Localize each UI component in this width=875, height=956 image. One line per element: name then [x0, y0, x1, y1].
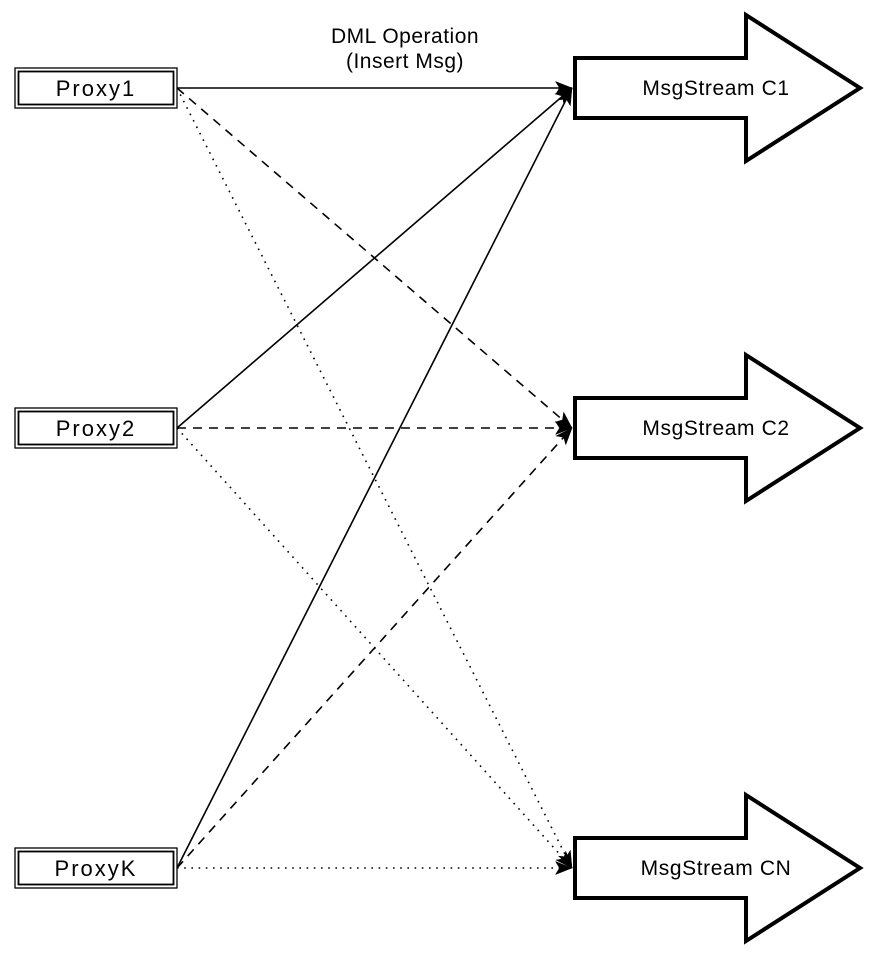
stream-c1: MsgStream C1 — [573, 11, 864, 165]
caption-line2: (Insert Msg) — [346, 50, 464, 73]
proxy-proxy1-label: Proxy1 — [56, 76, 136, 101]
caption-line1: DML Operation — [331, 25, 479, 48]
caption: DML Operation (Insert Msg) — [331, 25, 479, 73]
proxy-proxyk-label: ProxyK — [55, 856, 138, 881]
proxy-proxyk-inner-box — [17, 850, 175, 886]
stream-c1-block-arrow-icon — [573, 11, 864, 165]
stream-cn-block-arrow-icon — [573, 791, 864, 945]
proxy-proxy1-outer-box — [14, 67, 178, 109]
proxy-proxyk-outer-box — [14, 847, 178, 889]
stream-c2: MsgStream C2 — [573, 351, 864, 505]
stream-c2-block-arrow-icon — [573, 351, 864, 505]
proxy-proxyk: ProxyK — [14, 847, 178, 889]
edge-proxy1-to-cn — [176, 87, 573, 868]
proxy-proxy1-inner-box — [17, 70, 175, 106]
proxy-proxy2-inner-box — [17, 410, 175, 446]
proxy-proxy2-label: Proxy2 — [56, 416, 136, 441]
stream-cn: MsgStream CN — [573, 791, 864, 945]
stream-c1-label: MsgStream C1 — [642, 77, 789, 100]
proxy-proxy2-outer-box — [14, 407, 178, 449]
edge-proxyk-to-c2 — [176, 427, 573, 869]
stream-c2-label: MsgStream C2 — [642, 417, 789, 440]
stream-cn-label: MsgStream CN — [641, 857, 792, 880]
proxy-proxy1: Proxy1 — [14, 67, 178, 109]
proxy-proxy2: Proxy2 — [14, 407, 178, 449]
edge-proxy2-to-c1 — [176, 87, 573, 429]
edges — [176, 87, 573, 869]
edge-proxyk-to-c1 — [176, 88, 573, 869]
